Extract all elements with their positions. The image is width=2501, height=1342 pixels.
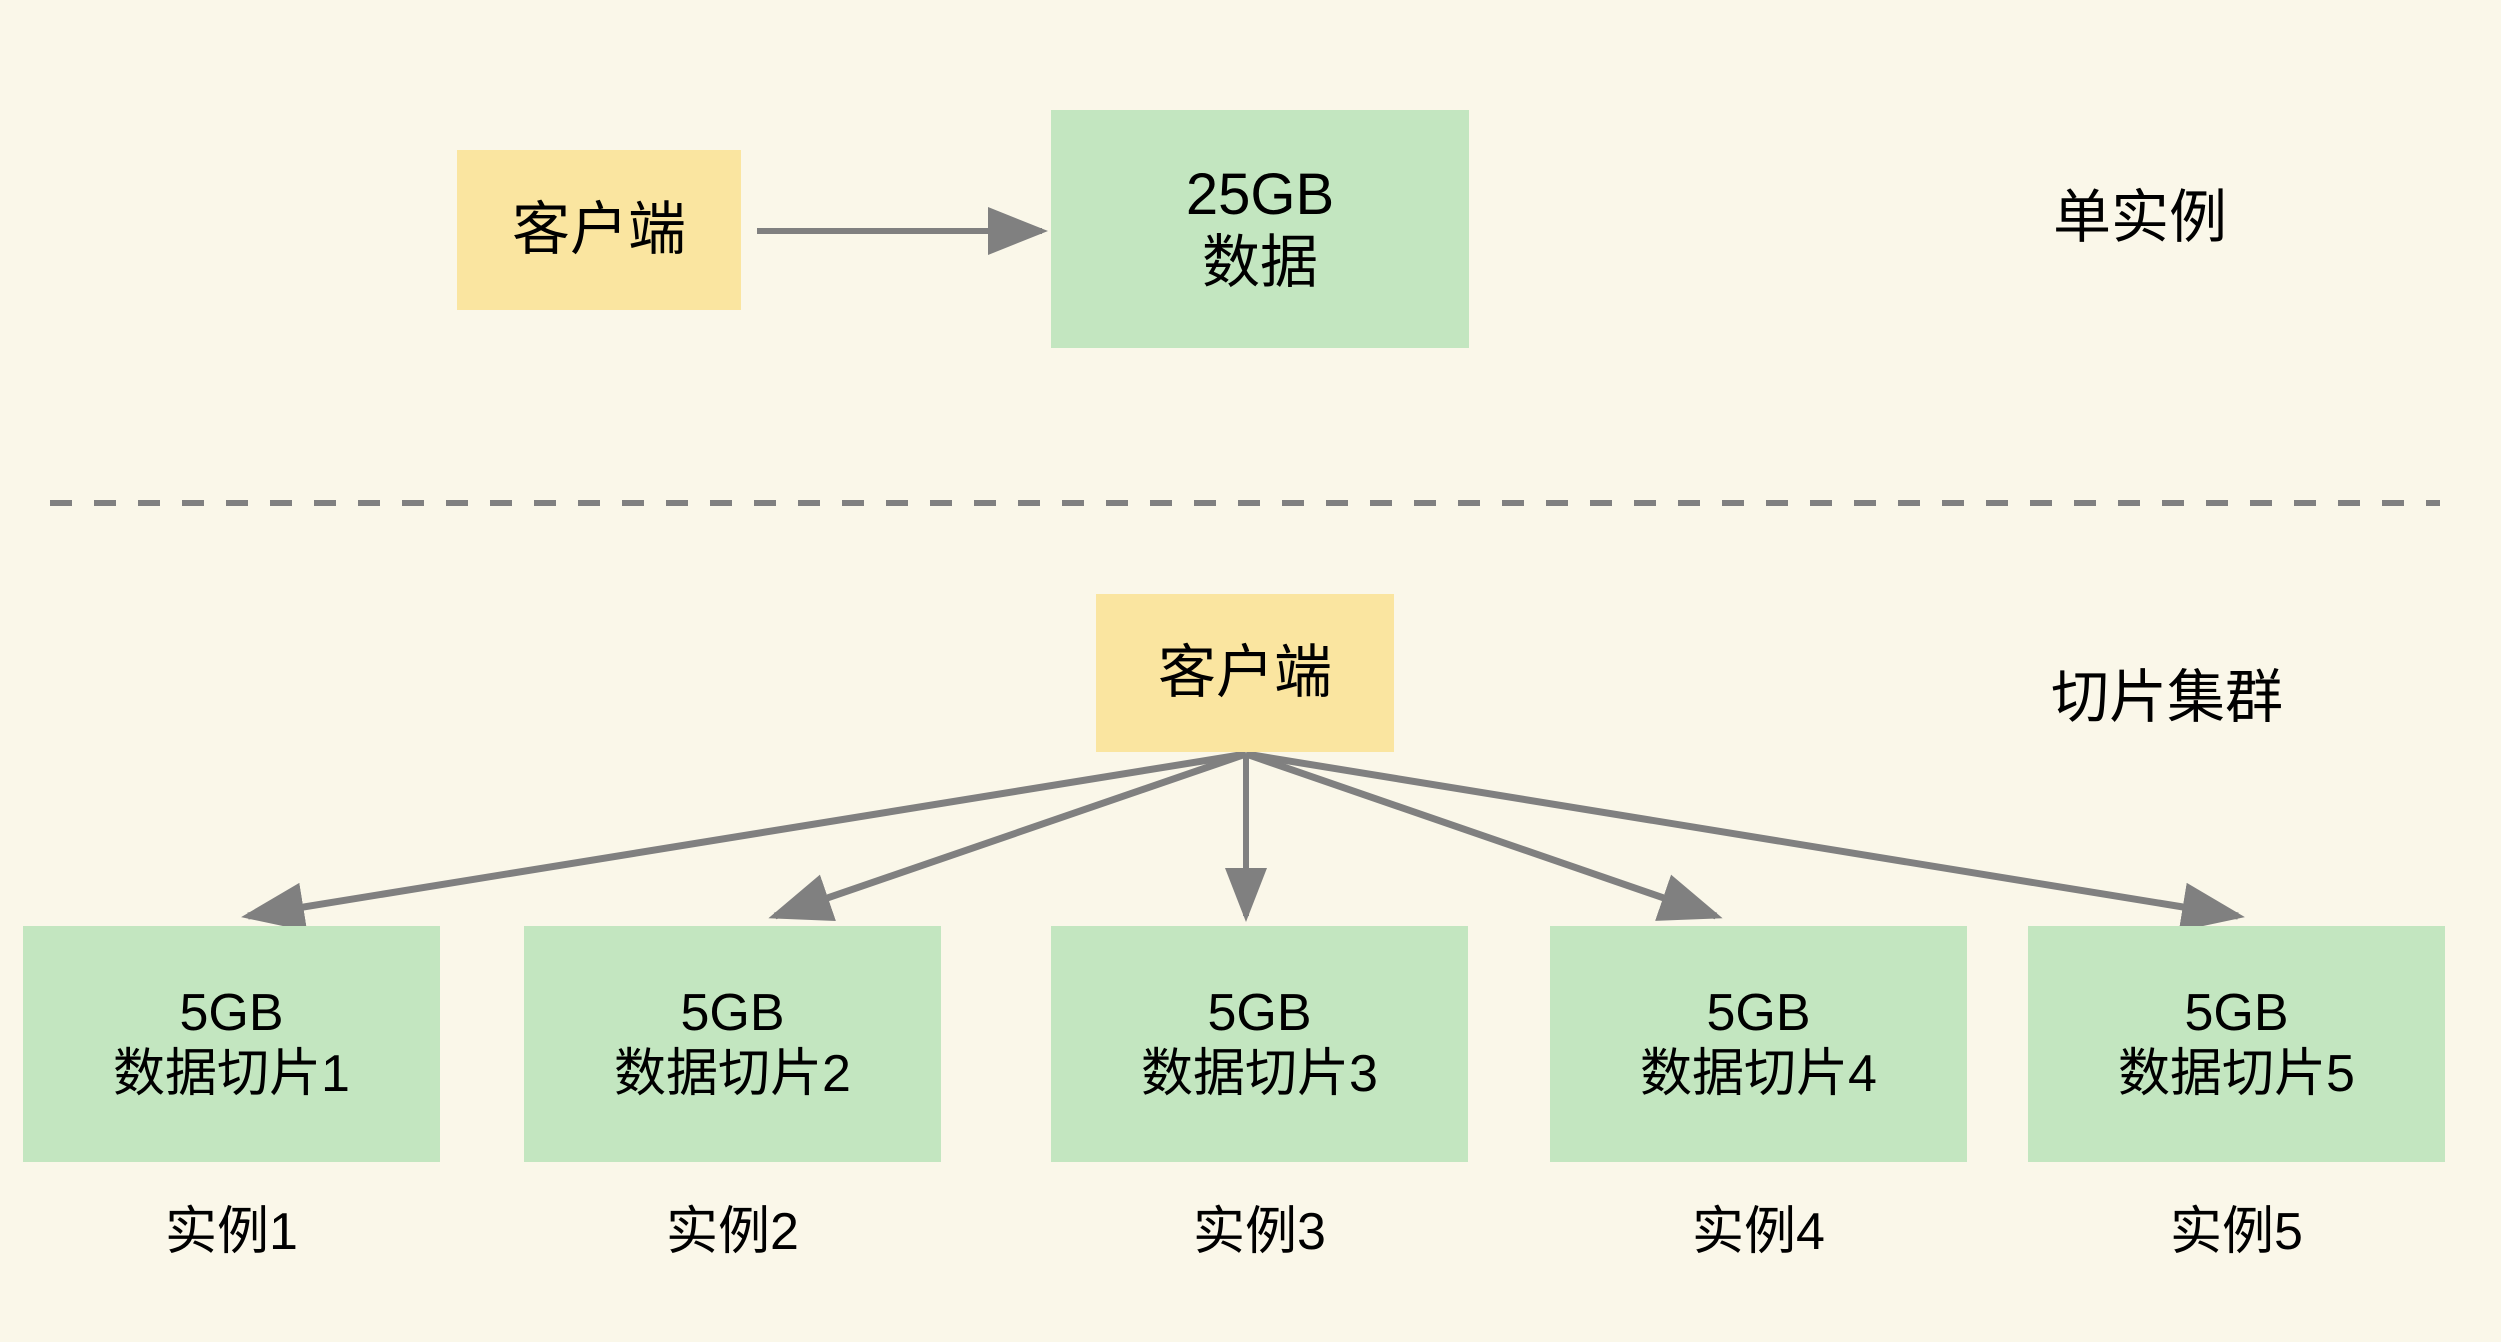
shard-box-2[interactable]: 5GB 数据切片2: [524, 926, 941, 1162]
shard-size-label: 5GB: [1207, 983, 1312, 1042]
shard-box-4[interactable]: 5GB 数据切片4: [1550, 926, 1967, 1162]
shard-size-label: 5GB: [179, 983, 284, 1042]
instance-label-4: 实例4: [1692, 1203, 1825, 1261]
shard-name-label: 数据切片2: [614, 1045, 851, 1103]
arrow-to-shard-1: [241, 750, 1247, 932]
shard-name-label: 数据切片1: [113, 1045, 350, 1103]
client-label: 客户端: [511, 196, 686, 262]
shard-name-label: 数据切片3: [1141, 1045, 1378, 1103]
arrow-to-shard-4: [1244, 750, 1723, 921]
arrow-to-shard-5: [1245, 750, 2245, 932]
client-label: 客户端: [1157, 639, 1332, 705]
shard-box-1[interactable]: 5GB 数据切片1: [23, 926, 440, 1162]
instance-label-5: 实例5: [2170, 1203, 2303, 1261]
shard-size-label: 5GB: [680, 983, 785, 1042]
data-size-label: 25GB: [1185, 161, 1335, 227]
arrow-to-shard-2: [768, 750, 1248, 921]
shard-size-label: 5GB: [1706, 983, 1811, 1042]
shard-name-label: 数据切片4: [1640, 1045, 1877, 1103]
shard-box-3[interactable]: 5GB 数据切片3: [1051, 926, 1468, 1162]
shard-box-5[interactable]: 5GB 数据切片5: [2028, 926, 2445, 1162]
client-box-cluster[interactable]: 客户端: [1096, 594, 1394, 752]
data-box-25gb[interactable]: 25GB 数据: [1051, 110, 1469, 348]
instance-label-3: 实例3: [1193, 1203, 1326, 1261]
section-label-single-instance: 单实例: [2053, 185, 2228, 250]
instance-label-2: 实例2: [666, 1203, 799, 1261]
shard-name-label: 数据切片5: [2118, 1045, 2355, 1103]
shard-size-label: 5GB: [2184, 983, 2289, 1042]
data-name-label: 数据: [1201, 230, 1318, 295]
instance-label-1: 实例1: [165, 1203, 298, 1261]
client-box-single[interactable]: 客户端: [457, 150, 741, 310]
section-label-sharded-cluster: 切片集群: [2051, 665, 2284, 730]
